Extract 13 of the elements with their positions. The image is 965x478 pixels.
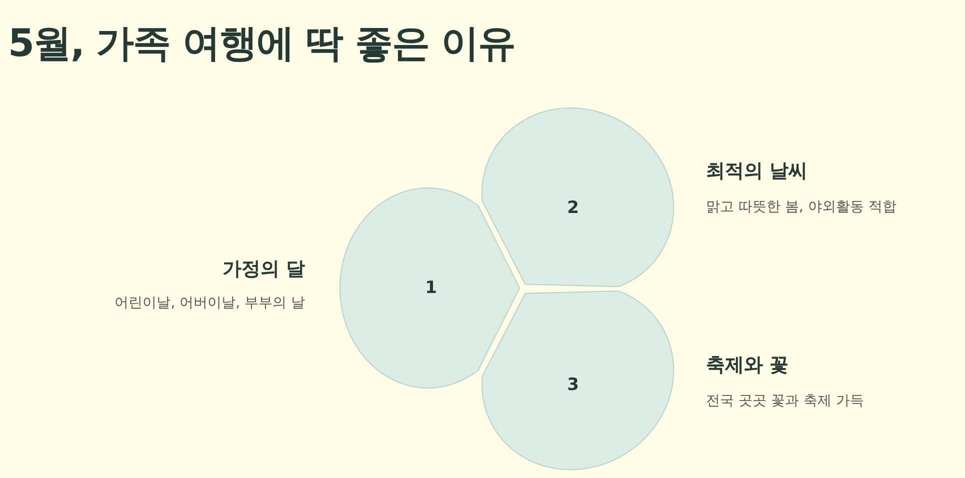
petal-number: 2 xyxy=(567,198,579,218)
feature-heading: 축제와 꽃 xyxy=(706,353,789,378)
petal-shape xyxy=(482,108,674,286)
feature-heading: 최적의 날씨 xyxy=(706,159,808,184)
feature-description: 전국 곳곳 꽃과 축제 가득 xyxy=(706,392,864,410)
petal-shape xyxy=(340,188,520,388)
feature-description: 어린이날, 어버이날, 부부의 날 xyxy=(114,294,305,312)
petal-shape xyxy=(482,290,674,470)
feature-description: 맑고 따뜻한 봄, 야외활동 적합 xyxy=(706,198,896,216)
feature-heading: 가정의 달 xyxy=(222,257,305,282)
petal-number: 1 xyxy=(425,278,437,298)
petal-number: 3 xyxy=(567,374,579,395)
title: 5월, 가족 여행에 딱 좋은 이유 xyxy=(8,20,516,67)
